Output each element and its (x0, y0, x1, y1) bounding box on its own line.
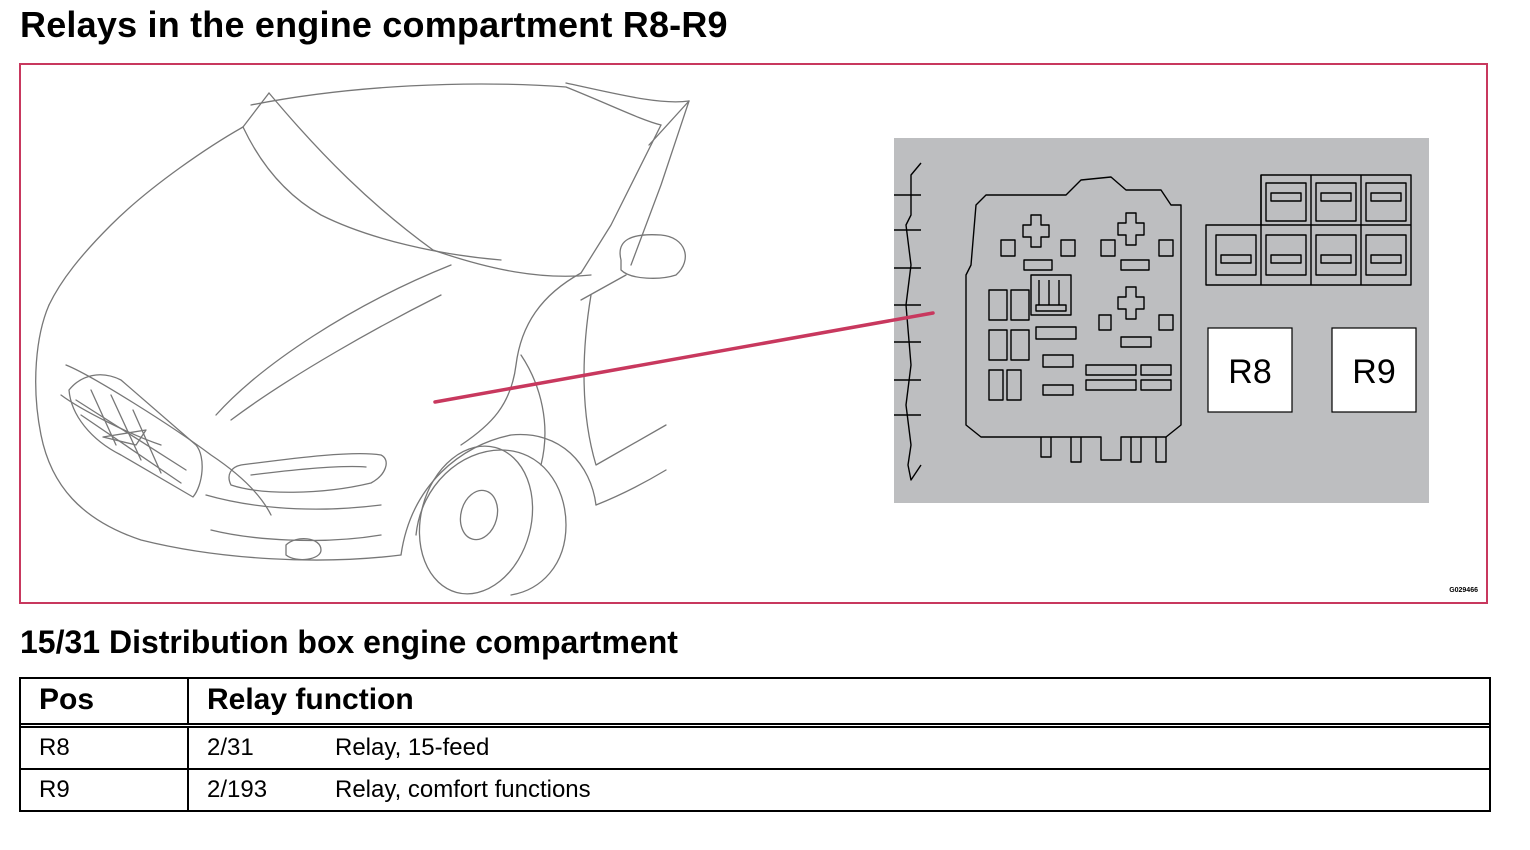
section-title: 15/31 Distribution box engine compartmen… (20, 624, 678, 660)
row-function: 2/31 Relay, 15-feed (189, 728, 489, 768)
row-code: 2/31 (207, 734, 254, 761)
car-illustration (35, 82, 690, 596)
row-code: 2/193 (207, 776, 268, 803)
row-pos: R8 (21, 728, 189, 768)
pointer-line (433, 311, 935, 404)
relay-r8-label: R8 (1228, 353, 1271, 391)
relay-r8-box (1207, 327, 1293, 413)
row-description: Relay, 15-feed (335, 734, 490, 761)
row-description: Relay, comfort functions (335, 776, 591, 803)
figure-code: G029466 (1449, 587, 1478, 594)
relay-box-diagram: R8 R9 (894, 138, 1429, 503)
relay-table: Pos Relay function R8 2/31 Relay, 15-feed… (19, 677, 1491, 812)
header-function: Relay function (207, 683, 414, 716)
table-row: R9 2/193 Relay, comfort functions (21, 768, 1489, 810)
row-function: 2/193 Relay, comfort functions (189, 770, 591, 810)
figure-frame: R8 R9 G029466 (19, 63, 1488, 604)
header-pos: Pos (21, 679, 189, 723)
relay-r9-label: R9 (1352, 353, 1395, 391)
relay-r9-box (1331, 327, 1417, 413)
page-title: Relays in the engine compartment R8-R9 (20, 4, 728, 45)
table-header: Pos Relay function (21, 679, 1489, 728)
row-pos: R9 (21, 770, 189, 810)
table-row: R8 2/31 Relay, 15-feed (21, 728, 1489, 768)
